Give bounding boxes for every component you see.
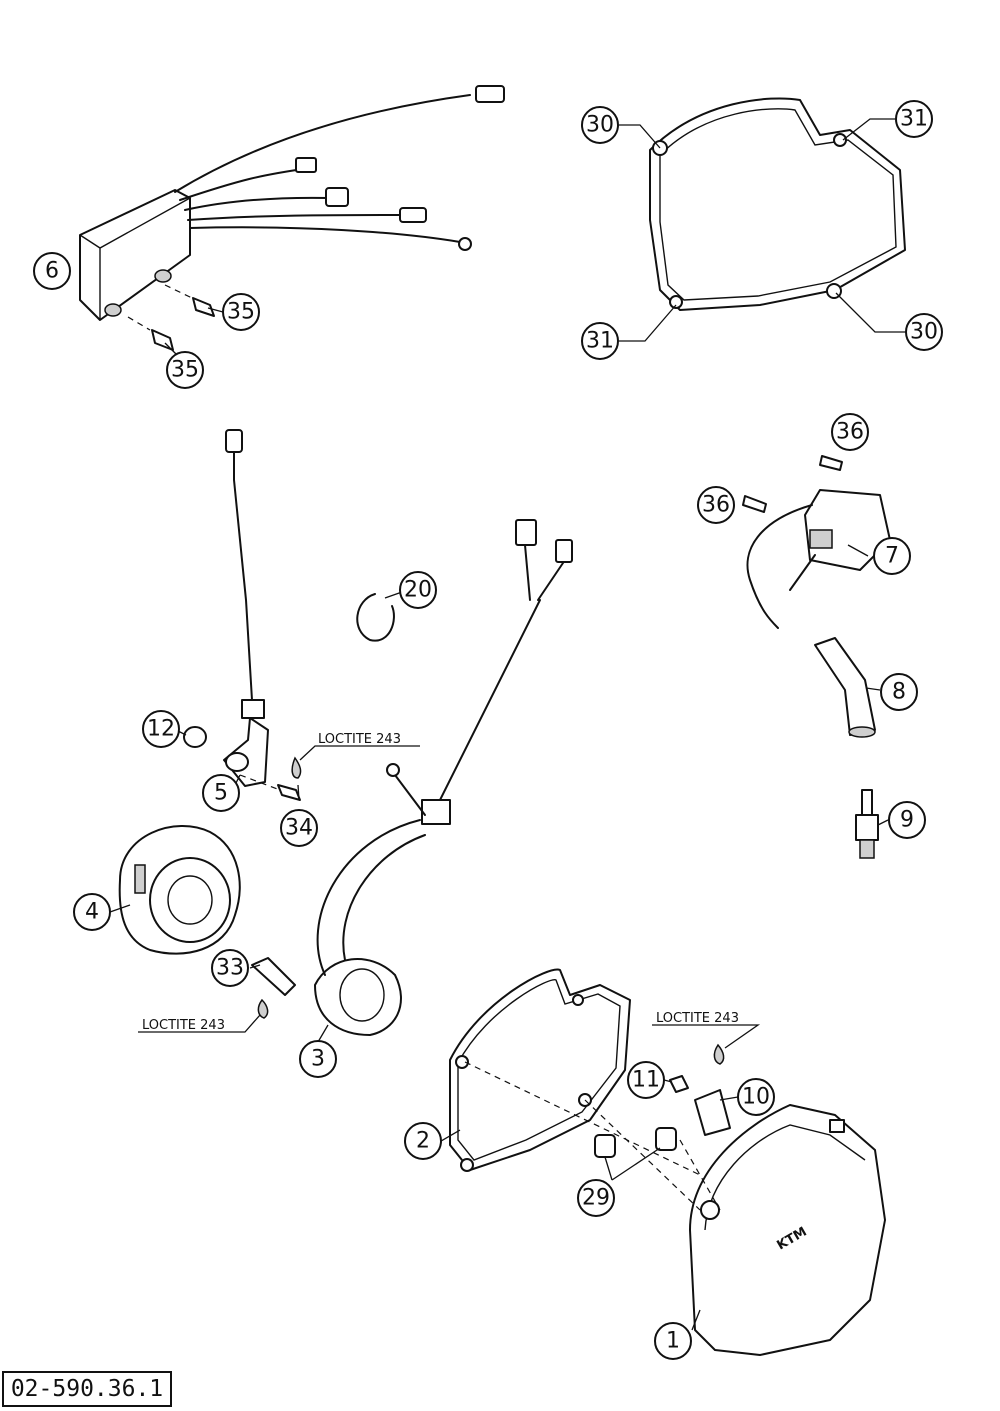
callout-20: 20	[399, 571, 437, 609]
svg-text:3: 3	[311, 1047, 325, 1072]
callout-9: 9	[888, 801, 926, 839]
svg-text:7: 7	[885, 544, 899, 569]
svg-text:10: 10	[742, 1085, 770, 1110]
cable-clamp	[356, 593, 395, 642]
callout-31-lower: 31	[581, 322, 619, 360]
callout-30-lower: 30	[905, 313, 943, 351]
callout-6: 6	[33, 252, 71, 290]
callout-34: 34	[280, 809, 318, 847]
callout-29: 29	[577, 1179, 615, 1217]
callout-36-lower: 36	[697, 486, 735, 524]
svg-text:33: 33	[216, 956, 244, 981]
dowel-pins-29	[594, 1127, 677, 1158]
callout-8: 8	[880, 673, 918, 711]
loctite-label: LOCTITE 243	[142, 1018, 225, 1033]
screw-34	[277, 756, 302, 801]
svg-text:20: 20	[404, 578, 432, 603]
callout-7: 7	[873, 537, 911, 575]
nut-12	[183, 726, 207, 748]
svg-text:9: 9	[900, 808, 914, 833]
spark-plug	[855, 789, 879, 859]
spark-plug-connector	[814, 637, 876, 738]
bracket-10	[694, 1089, 731, 1136]
svg-text:8: 8	[892, 680, 906, 705]
screw-11	[669, 1043, 725, 1093]
svg-text:35: 35	[171, 358, 199, 383]
callout-3: 3	[299, 1040, 337, 1078]
svg-text:5: 5	[214, 781, 228, 806]
callout-11: 11	[627, 1061, 665, 1099]
callout-1: 1	[654, 1322, 692, 1360]
drawing-number: 02-590.36.1	[2, 1371, 172, 1407]
svg-text:30: 30	[586, 113, 614, 138]
callout-35-lower: 35	[166, 351, 204, 389]
ignition-cover-gasket-upper	[649, 97, 906, 311]
loctite-note-b: LOCTITE 243	[138, 1014, 261, 1033]
svg-text:36: 36	[702, 493, 730, 518]
bolt-35-upper	[164, 284, 215, 317]
loctite-note-a: LOCTITE 243	[299, 732, 420, 761]
callout-33: 33	[211, 949, 249, 987]
svg-text:1: 1	[666, 1329, 680, 1354]
loctite-label: LOCTITE 243	[318, 732, 401, 747]
svg-text:31: 31	[586, 329, 614, 354]
ignition-coil	[742, 455, 891, 629]
leader-lines	[109, 118, 906, 1331]
callout-31-upper: 31	[895, 100, 933, 138]
stator	[314, 519, 573, 1036]
flywheel-rotor	[118, 825, 241, 955]
svg-text:30: 30	[910, 320, 938, 345]
callout-12: 12	[142, 710, 180, 748]
loctite-label: LOCTITE 243	[656, 1011, 739, 1026]
svg-text:36: 36	[836, 420, 864, 445]
callout-35-upper: 35	[222, 293, 260, 331]
callout-10: 10	[737, 1078, 775, 1116]
cdi-unit	[79, 85, 505, 321]
svg-text:35: 35	[227, 300, 255, 325]
svg-text:29: 29	[582, 1186, 610, 1211]
svg-text:2: 2	[416, 1129, 430, 1154]
svg-text:12: 12	[147, 717, 175, 742]
callout-30-upper: 30	[581, 106, 619, 144]
ignition-cover: KTM	[689, 1104, 886, 1356]
bolt-33	[251, 957, 296, 1019]
loctite-note-c: LOCTITE 243	[652, 1011, 761, 1049]
pulse-generator	[223, 429, 269, 787]
svg-text:4: 4	[85, 900, 99, 925]
callout-2: 2	[404, 1122, 442, 1160]
callout-4: 4	[73, 893, 111, 931]
callout-5: 5	[202, 774, 240, 812]
assembly-lines	[239, 774, 721, 1211]
svg-text:6: 6	[45, 259, 59, 284]
svg-text:34: 34	[285, 816, 313, 841]
svg-text:31: 31	[900, 107, 928, 132]
svg-text:11: 11	[632, 1068, 660, 1093]
callout-36-upper: 36	[831, 413, 869, 451]
